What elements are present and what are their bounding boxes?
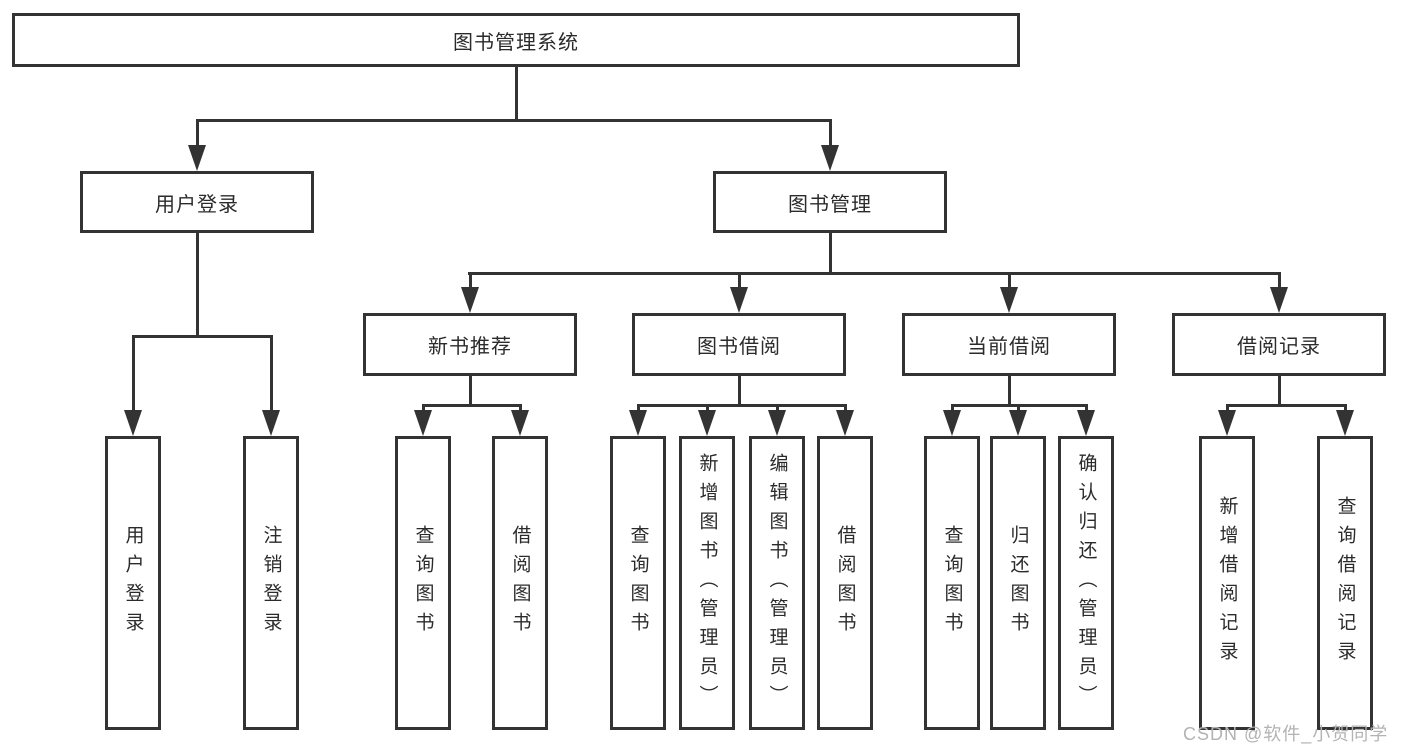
connector-stem-cb-confirm: [1085, 404, 1088, 412]
arrow-down-icon: [262, 410, 280, 436]
arrow-down-icon: [698, 410, 716, 436]
connector-stem-borrowrecords: [1278, 272, 1281, 287]
connector-userlogin-down: [196, 233, 199, 337]
connector-nbr-branch: [422, 404, 522, 407]
leaf-br-add-record: 新增借阅记录: [1199, 436, 1255, 730]
arrow-down-icon: [943, 410, 961, 436]
leaf-cb-query-books: 查询图书: [924, 436, 980, 730]
leaf-bb-borrow-books: 借阅图书: [817, 436, 873, 730]
leaf-nbr-borrow-books: 借阅图书: [492, 436, 548, 730]
arrow-down-icon: [1218, 410, 1236, 436]
node-book-borrowing: 图书借阅: [632, 313, 846, 376]
arrow-down-icon: [730, 287, 748, 313]
connector-stem-cb-return: [1017, 404, 1020, 412]
arrow-down-icon: [188, 145, 206, 171]
node-user-login: 用户登录: [80, 171, 314, 233]
leaf-cb-return-books: 归还图书: [990, 436, 1046, 730]
node-new-book-recommend: 新书推荐: [363, 313, 577, 376]
connector-stem-book-mgmt: [829, 119, 832, 147]
connector-stem-bb-query: [637, 404, 640, 412]
leaf-logout: 注销登录: [243, 436, 299, 730]
connector-br-branch: [1226, 404, 1346, 407]
leaf-br-query-record: 查询借阅记录: [1317, 436, 1373, 730]
connector-stem-cb-query: [951, 404, 954, 412]
arrow-down-icon: [511, 410, 529, 436]
connector-cb-down: [1008, 376, 1011, 406]
leaf-bb-add-books-admin: 新增图书（管理员）: [679, 436, 735, 730]
arrow-down-icon: [414, 410, 432, 436]
leaf-bb-edit-books-admin: 编辑图书（管理员）: [749, 436, 805, 730]
arrow-down-icon: [1336, 410, 1354, 436]
connector-stem-currentborrow: [1008, 272, 1011, 287]
connector-stem-nbr-borrow: [519, 404, 522, 412]
arrow-down-icon: [768, 410, 786, 436]
arrow-down-icon: [1270, 287, 1288, 313]
node-book-management: 图书管理: [713, 171, 947, 233]
connector-bb-branch: [637, 404, 846, 407]
arrow-down-icon: [124, 410, 142, 436]
connector-root-branch: [196, 119, 832, 122]
node-borrowing-records: 借阅记录: [1172, 313, 1386, 376]
arrow-down-icon: [821, 145, 839, 171]
connector-stem-login-leaf: [132, 335, 135, 412]
arrow-down-icon: [1077, 410, 1095, 436]
arrow-down-icon: [629, 410, 647, 436]
arrow-down-icon: [461, 287, 479, 313]
arrow-down-icon: [1009, 410, 1027, 436]
connector-stem-newbookrec: [469, 272, 472, 287]
connector-stem-br-add: [1226, 404, 1229, 412]
node-library-management-system: 图书管理系统: [12, 13, 1020, 67]
connector-userlogin-branch: [132, 335, 273, 338]
csdn-watermark: CSDN @软件_小贺同学: [1183, 724, 1389, 744]
connector-bb-down: [738, 376, 741, 406]
connector-stem-logout-leaf: [270, 335, 273, 412]
connector-stem-user-login: [196, 119, 199, 147]
connector-stem-bb-borrow: [844, 404, 847, 412]
leaf-user-login: 用户登录: [105, 436, 161, 730]
connector-bookmgmt-down: [829, 233, 832, 274]
arrow-down-icon: [836, 410, 854, 436]
connector-bookmgmt-branch: [468, 272, 1281, 275]
leaf-bb-query-books: 查询图书: [610, 436, 666, 730]
node-current-borrowing: 当前借阅: [902, 313, 1116, 376]
leaf-nbr-query-books: 查询图书: [395, 436, 451, 730]
connector-br-down: [1278, 376, 1281, 406]
connector-stem-br-query: [1344, 404, 1347, 412]
connector-stem-nbr-query: [422, 404, 425, 412]
connector-nbr-down: [469, 376, 472, 406]
connector-root-down: [515, 67, 518, 120]
connector-stem-bookborrow: [738, 272, 741, 287]
leaf-cb-confirm-return-admin: 确认归还（管理员）: [1058, 436, 1114, 730]
connector-stem-bb-add: [706, 404, 709, 412]
connector-stem-bb-edit: [776, 404, 779, 412]
arrow-down-icon: [1000, 287, 1018, 313]
